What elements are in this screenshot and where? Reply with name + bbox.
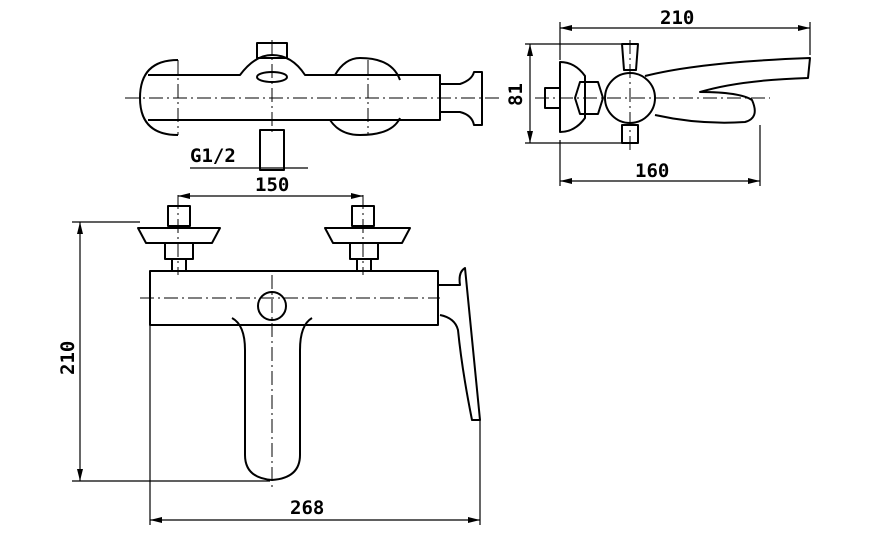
front-view-left-inlet-pipe bbox=[171, 258, 187, 272]
dim-centers: 150 bbox=[255, 174, 289, 196]
front-view-left-plate bbox=[137, 227, 221, 244]
front-view-diverter bbox=[257, 291, 287, 321]
top-view-right-cap bbox=[334, 57, 401, 81]
dim-side-height: 81 bbox=[505, 83, 527, 106]
front-view-right-nut bbox=[349, 242, 379, 260]
front-view-left-inlet-top bbox=[167, 205, 191, 227]
side-view-wall-plate bbox=[559, 61, 586, 133]
top-view-body bbox=[148, 54, 441, 121]
front-view-body bbox=[149, 270, 439, 326]
side-view-top-stub bbox=[621, 43, 639, 71]
side-view-nut bbox=[574, 81, 604, 115]
front-view: 150 210 268 bbox=[57, 174, 481, 525]
front-view-lever bbox=[438, 267, 481, 421]
top-view-right-cap-bottom bbox=[329, 117, 401, 136]
dim-front-height: 210 bbox=[57, 341, 79, 375]
dim-side-depth: 160 bbox=[635, 160, 669, 182]
top-view: G1/2 bbox=[125, 40, 500, 171]
front-view-right-plate bbox=[324, 227, 411, 244]
front-view-left-nut bbox=[164, 242, 194, 260]
dim-front-width: 268 bbox=[290, 497, 324, 519]
top-view-lever bbox=[440, 71, 483, 126]
top-view-outlet bbox=[259, 129, 285, 171]
front-view-right-inlet-pipe bbox=[356, 258, 372, 272]
dim-side-width: 210 bbox=[660, 7, 694, 29]
thread-label: G1/2 bbox=[190, 145, 236, 167]
side-view-spout bbox=[644, 57, 811, 124]
side-view: 210 81 160 bbox=[505, 7, 811, 186]
top-view-left-cap bbox=[139, 59, 179, 136]
